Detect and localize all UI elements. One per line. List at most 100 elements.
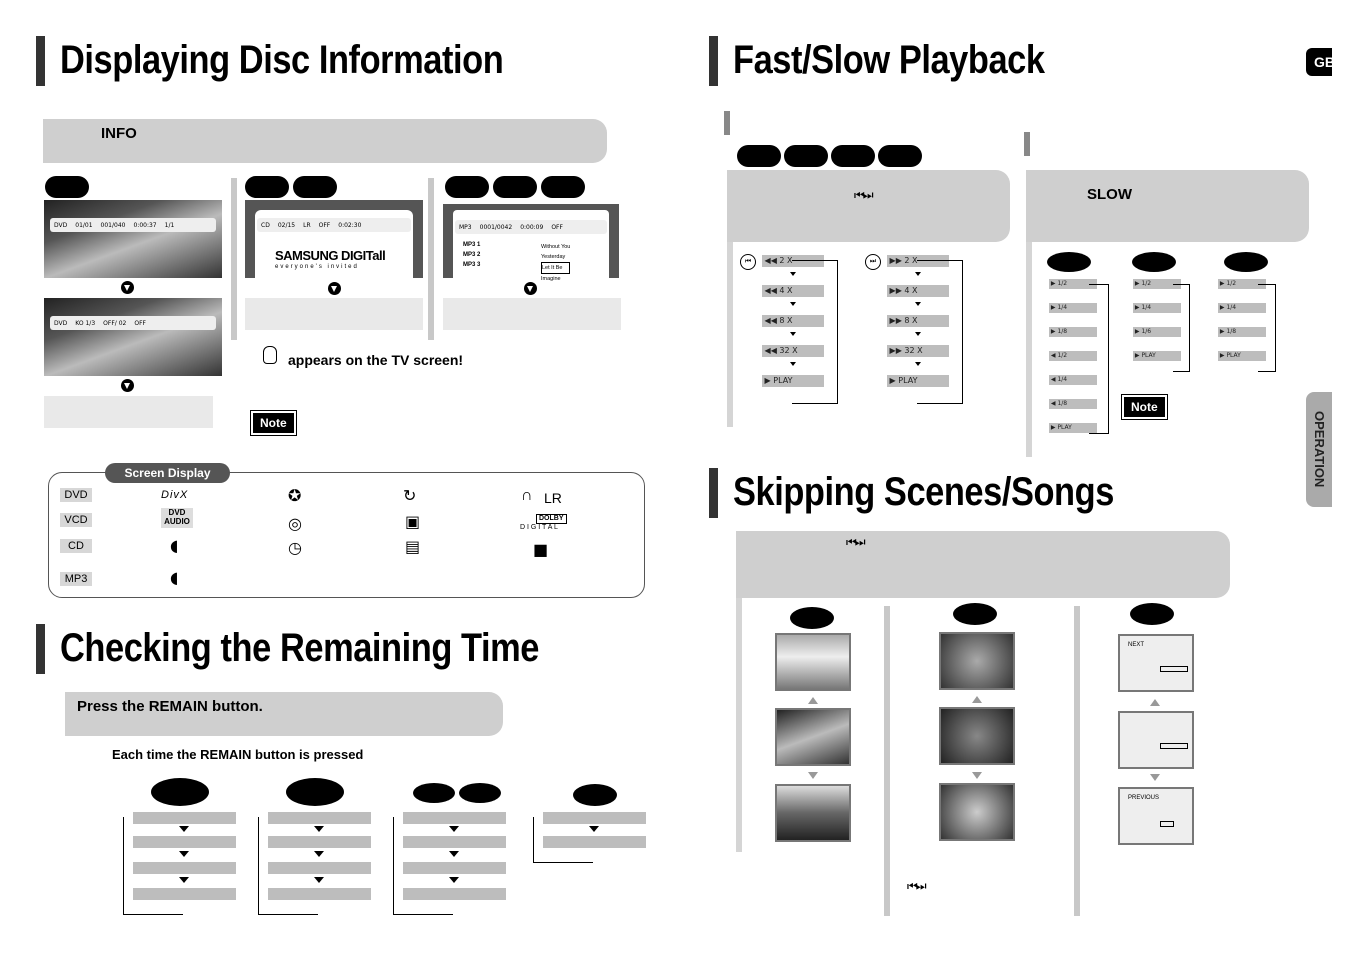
slow-button-label: SLOW (1087, 186, 1132, 203)
fast-badge-dvd (737, 145, 781, 167)
operation-side-tab: OPERATION (1306, 392, 1332, 507)
cd-screen: CD 02/15 LR OFF 0:02:30 SAMSUNG DIGITall… (245, 200, 423, 278)
mp3-folder-list: MP3 1 MP3 2 MP3 3 (463, 240, 480, 270)
cd-badge (245, 176, 289, 198)
list-item: MP3 2 (463, 252, 481, 258)
info-instruction-box: INFO (43, 119, 607, 163)
skip-badge-dvd (790, 607, 834, 629)
step-play: ▶ PLAY (762, 375, 824, 387)
remain-diagram-3 (393, 778, 508, 918)
list-item: Without You (541, 244, 571, 250)
dvd-thumb-beach (775, 633, 851, 691)
headphone-icon: ∩ (521, 487, 533, 504)
column-separator (884, 606, 890, 916)
fast-badge-mp3 (878, 145, 922, 167)
rewind-column: ⏮ ◀◀ 2 X ◀◀ 4 X ◀◀ 8 X ◀◀ 32 X ▶ PLAY (740, 252, 840, 412)
mp3-badge-3 (541, 176, 585, 198)
slow-panel-border (1026, 242, 1032, 457)
list-item: Imagine (541, 276, 561, 282)
section-title-disc-info: Displaying Disc Information (60, 38, 504, 82)
dvd-thumb-canyon (775, 784, 851, 842)
mp3-song-list: Without You Yesterday Let It Be Imagine (541, 242, 571, 284)
list-item: Let It Be (541, 262, 571, 274)
step-rewind-2x: ◀◀ 2 X (762, 255, 824, 267)
camera-angle-icon: ■ (533, 540, 549, 559)
screen-display-title: Screen Display (105, 463, 230, 483)
remain-diagram-2 (258, 778, 373, 918)
step-forward-4x: ▶▶ 4 X (887, 285, 949, 297)
note-label: Note (250, 410, 297, 436)
divx-icon: DivX (161, 489, 189, 501)
mp3-badge-2 (493, 176, 537, 198)
skip-buttons-icon: ⏮⏭ (907, 879, 927, 893)
step-rewind-32x: ◀◀ 32 X (762, 345, 824, 357)
vcd-thumb-cheetah (939, 707, 1015, 765)
type-mp3: MP3 (60, 572, 92, 586)
section-bar (709, 36, 718, 86)
slow-badge-vcd (1132, 252, 1176, 272)
type-vcd: VCD (60, 513, 92, 527)
skip-badge-mp3 (1130, 603, 1174, 625)
note-label: Note (1121, 394, 1168, 420)
section-title-remaining: Checking the Remaining Time (60, 626, 540, 670)
skip-instruction-box: ⏮⏭ (736, 531, 1230, 598)
list-item: MP3 1 (463, 242, 481, 248)
vcd-thumb-raccoon (939, 783, 1015, 841)
step-rewind-8x: ◀◀ 8 X (762, 315, 824, 327)
dolby-digital-icon: DOLBY D I G I T A L (520, 514, 567, 532)
section-title-fast-slow: Fast/Slow Playback (733, 38, 1045, 82)
section-bar (36, 624, 45, 674)
cd-desc-box (245, 298, 423, 330)
remain-diagram-1 (123, 778, 238, 918)
tv-screen-message: appears on the TV screen! (288, 352, 464, 368)
fast-instruction-box: ⏮⏭ (727, 170, 1010, 242)
osd-bar: CD 02/15 LR OFF 0:02:30 (257, 218, 411, 232)
vcd-thumb-chipmunk (939, 632, 1015, 690)
dvd-badge (45, 176, 89, 198)
lr-label: LR (544, 490, 562, 506)
skip-buttons-icon: ⏮⏭ (846, 535, 866, 549)
remain-diagram-4 (533, 778, 648, 868)
mp3-desc-box (443, 298, 621, 330)
step-play: ▶ PLAY (887, 375, 949, 387)
track-icon: ◎ (288, 514, 302, 533)
remain-instruction: Press the REMAIN button. (77, 698, 263, 715)
section-bar (709, 468, 718, 518)
fast-badge-vcd (784, 145, 828, 167)
fast-badge-cd (831, 145, 875, 167)
mp3-thumb-next: NEXT (1118, 634, 1194, 692)
slow-badge-dvd (1047, 252, 1091, 272)
list-item: Yesterday (541, 254, 566, 260)
screen-display-box (48, 472, 645, 598)
mp3-screen: MP3 0001/0042 0:00:09 OFF MP3 1 MP3 2 MP… (443, 204, 619, 282)
skip-panel-border (736, 598, 742, 852)
dvd-thumb-cactus (775, 708, 851, 766)
column-separator (231, 178, 237, 340)
up-arrow-icon (1150, 699, 1160, 706)
chapter-icon: ✪ (288, 486, 302, 505)
down-arrow-icon (972, 772, 982, 779)
group-icon: ◖ (170, 568, 179, 587)
fast-panel-border (727, 242, 733, 427)
forward-icon: ⏭ (865, 254, 881, 270)
dvd-audio-icon: DVD AUDIO (161, 508, 193, 528)
language-tab: GB (1306, 48, 1332, 76)
mp3-badge (445, 176, 489, 198)
remain-instruction-box: Press the REMAIN button. (65, 692, 503, 736)
step-forward-32x: ▶▶ 32 X (887, 345, 949, 357)
type-dvd: DVD (60, 488, 92, 502)
repeat-icon: ↻ (403, 486, 417, 505)
slow-badge-other (1224, 252, 1268, 272)
rewind-icon: ⏮ (740, 254, 756, 270)
remain-each-time: Each time the REMAIN button is pressed (112, 747, 364, 762)
column-separator (428, 178, 434, 340)
title-icon: ◖ (170, 536, 179, 555)
slow-vcd-column: ▶ 1/2 ▶ 1/4 ▶ 1/6 ▶ PLAY (1133, 279, 1193, 379)
section-title-skipping: Skipping Scenes/Songs (733, 470, 1114, 514)
down-arrow-icon (1150, 774, 1160, 781)
skip-buttons-icon: ⏮⏭ (854, 188, 874, 202)
slow-other-column: ▶ 1/2 ▶ 1/4 ▶ 1/8 ▶ PLAY (1218, 279, 1278, 379)
dvd-desc-box (44, 396, 213, 428)
down-arrow-icon (328, 282, 341, 295)
down-arrow-icon (121, 379, 134, 392)
